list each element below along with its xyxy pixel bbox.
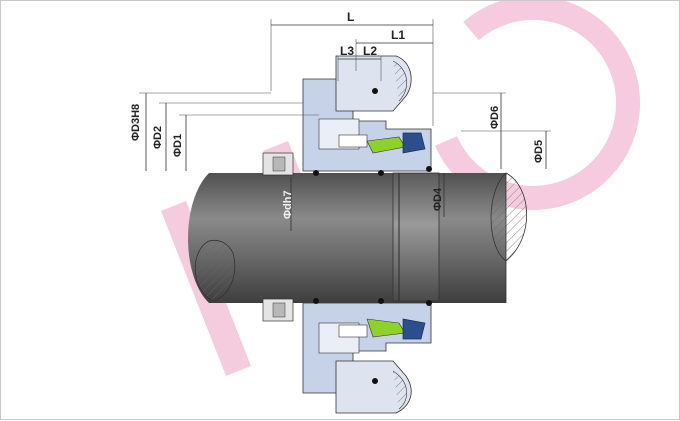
dimension-D4: ΦD4	[432, 173, 445, 217]
label-D2: ΦD2	[152, 126, 164, 149]
label-D4: ΦD4	[432, 187, 444, 211]
dimension-L: L	[270, 10, 434, 126]
label-D5: ΦD5	[533, 140, 545, 163]
upper-seal-face	[402, 132, 426, 154]
label-L2: L2	[363, 44, 377, 58]
label-L: L	[347, 10, 354, 24]
label-D6: ΦD6	[489, 106, 501, 129]
dimension-L3: L3	[337, 44, 356, 81]
dimension-L2: L2	[356, 44, 382, 81]
shaft-left-section	[194, 239, 236, 302]
lower-housing	[262, 298, 432, 414]
dimension-D1: ΦD1	[172, 114, 319, 171]
watermark-ring	[435, 1, 641, 210]
shaft	[188, 172, 528, 303]
label-d: Φdh7	[282, 190, 294, 219]
sleeve	[392, 172, 440, 302]
lower-seal-face	[402, 318, 426, 340]
label-L3: L3	[340, 44, 354, 58]
dimension-D5: ΦD5	[461, 130, 551, 169]
dimension-D3: ΦD3H8	[130, 92, 271, 171]
upper-housing	[262, 55, 432, 176]
label-D1: ΦD1	[172, 134, 184, 157]
label-L1: L1	[391, 28, 405, 42]
dimension-d: Φdh7	[282, 177, 294, 231]
label-D3: ΦD3H8	[130, 104, 142, 141]
dimension-L1: L1	[355, 28, 433, 71]
dimension-D2: ΦD2	[152, 102, 303, 171]
o-rings	[313, 88, 432, 384]
